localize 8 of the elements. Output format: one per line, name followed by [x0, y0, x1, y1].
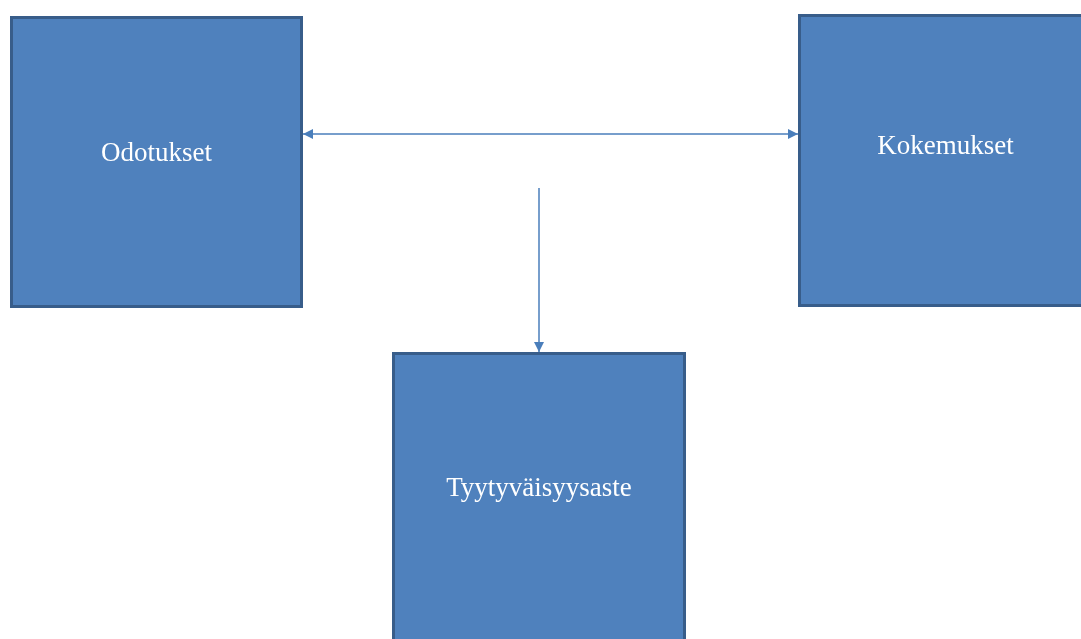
box-label: Odotukset — [101, 136, 212, 168]
box-label: Kokemukset — [877, 130, 1014, 161]
process-box — [392, 352, 686, 639]
process-box — [10, 16, 303, 308]
arrow — [534, 187, 544, 353]
box-label: Tyytyväisyysaste — [446, 471, 632, 503]
process-box — [798, 14, 1081, 307]
arrow — [302, 129, 799, 139]
